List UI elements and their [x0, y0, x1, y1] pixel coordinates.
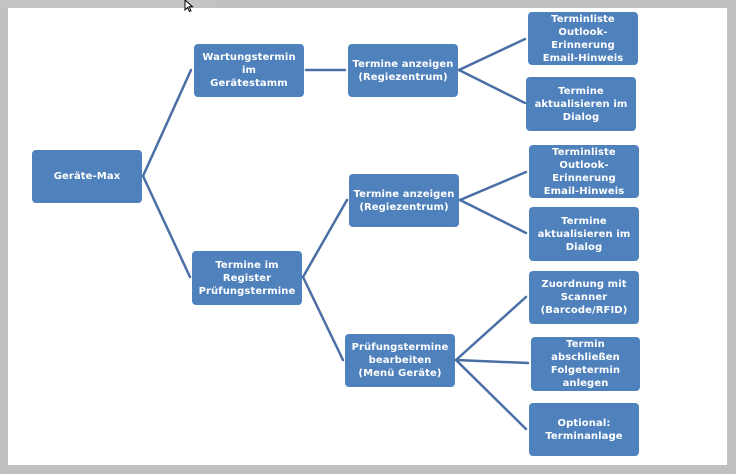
- node-label: Terminliste Outlook-Erinnerung Email-Hin…: [542, 13, 624, 64]
- node-termine-aktualisieren-1: Termine aktualisieren im Dialog: [526, 77, 636, 131]
- node-label: Termine aktualisieren im Dialog: [534, 85, 628, 123]
- node-pruefungstermine-bearbeiten: Prüfungstermine bearbeiten (Menü Geräte): [345, 334, 455, 387]
- node-label: Zuordnung mit Scanner (Barcode/RFID): [540, 279, 628, 316]
- node-zuordnung-scanner: Zuordnung mit Scanner (Barcode/RFID): [529, 271, 639, 324]
- connector-pruefung-to-abschliessen: [454, 358, 530, 365]
- connector-register-to-pruefungstermine: [301, 275, 345, 362]
- node-label: Termine anzeigen (Regiezentrum): [353, 188, 455, 213]
- connector-anzeigen-2-to-aktualisieren-2: [458, 198, 528, 235]
- node-termine-anzeigen-1: Termine anzeigen (Regiezentrum): [348, 44, 458, 97]
- window-top-strip: [0, 0, 736, 8]
- node-termine-im-register: Termine im Register Prüfungstermine: [192, 251, 302, 305]
- node-optional-terminanlage: Optional: Terminanlage: [529, 403, 639, 456]
- connector-pruefung-to-zuordnung: [454, 295, 528, 362]
- node-wartungstermin: Wartungstermin im Gerätestamm: [194, 44, 304, 97]
- node-termin-abschliessen: Termin abschließen Folgetermin anlegen: [531, 337, 640, 391]
- node-label: Geräte-Max: [53, 171, 121, 182]
- node-label: Wartungstermin im Gerätestamm: [202, 52, 296, 89]
- window-top-strip-highlight: [0, 0, 215, 8]
- node-termine-anzeigen-2: Termine anzeigen (Regiezentrum): [349, 174, 459, 227]
- node-label: Termin abschließen Folgetermin anlegen: [550, 339, 621, 389]
- node-label: Termine anzeigen (Regiezentrum): [352, 58, 454, 83]
- node-label: Termine im Register Prüfungstermine: [198, 259, 296, 297]
- node-terminliste-1: Terminliste Outlook-Erinnerung Email-Hin…: [528, 12, 638, 65]
- node-label: Prüfungstermine bearbeiten (Menü Geräte): [351, 342, 449, 379]
- connector-anzeigen-1-to-aktualisieren-1: [457, 68, 527, 105]
- connector-root-to-wartungstermin: [141, 68, 193, 178]
- connector-anzeigen-2-to-terminliste-2: [458, 170, 528, 202]
- node-label: Optional: Terminanlage: [545, 417, 623, 442]
- node-label: Terminliste Outlook-Erinnerung Email-Hin…: [543, 146, 625, 197]
- node-geraete-max: Geräte-Max: [32, 150, 142, 203]
- mouse-pointer-icon: [184, 0, 194, 12]
- connector-anzeigen-1-to-terminliste-1: [457, 37, 527, 72]
- connector-pruefung-to-optional: [454, 358, 528, 431]
- node-label: Termine aktualisieren im Dialog: [537, 215, 631, 253]
- node-termine-aktualisieren-2: Termine aktualisieren im Dialog: [529, 207, 639, 261]
- connector-root-to-termine-register: [141, 174, 192, 279]
- connector-register-to-anzeigen-2: [301, 198, 349, 279]
- node-terminliste-2: Terminliste Outlook-Erinnerung Email-Hin…: [529, 145, 639, 198]
